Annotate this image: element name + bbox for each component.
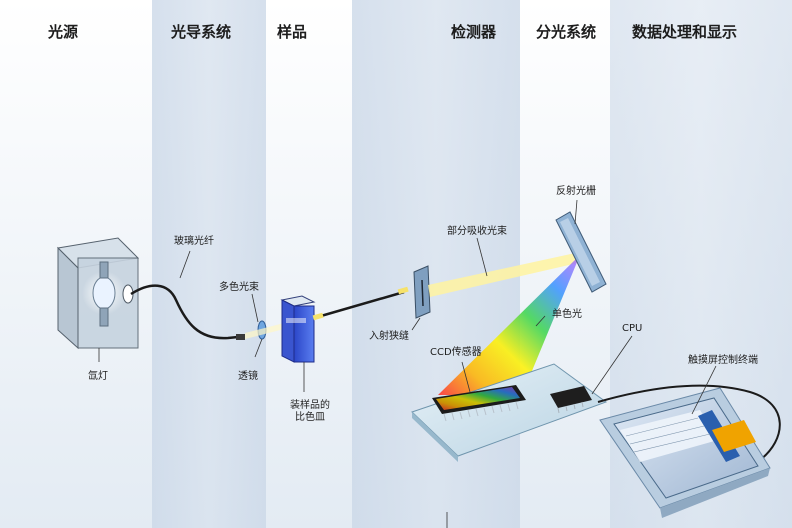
cuvette (280, 295, 316, 363)
label-ccd-sensor: CCD传感器 (430, 347, 482, 358)
fiber-connector (236, 334, 245, 340)
cpu-chip (550, 386, 592, 414)
monochromatic-spectrum (438, 255, 580, 395)
glass-fiber (130, 284, 239, 340)
header-detector: 检测器 (451, 23, 497, 41)
label-cuvette-line1: 装样品的 (290, 400, 330, 411)
label-monochromatic-light: 单色光 (552, 309, 582, 320)
label-cuvette-line2: 比色皿 (295, 412, 325, 423)
label-entrance-slit: 入射狭缝 (369, 331, 409, 342)
touchscreen-terminal (599, 387, 771, 518)
terminal-cable (597, 384, 781, 461)
label-partially-absorbed-beam: 部分吸收光束 (447, 226, 507, 237)
fiber-to-slit (313, 290, 405, 320)
polychromatic-beam (245, 321, 292, 339)
column-band-detector (352, 0, 520, 528)
label-reflective-grating: 反射光栅 (556, 186, 596, 197)
fiber-end-right (397, 286, 409, 295)
xenon-lamp (56, 237, 140, 350)
label-cpu: CPU (622, 323, 643, 334)
label-lens: 透镜 (238, 371, 258, 382)
label-xenon-lamp: 氙灯 (88, 371, 108, 382)
label-polychromatic-beam: 多色光束 (219, 282, 259, 293)
slit-opening (421, 279, 424, 307)
label-cuvette: 装样品的 比色皿 (280, 400, 340, 424)
label-touchscreen-terminal: 触摸屏控制终端 (688, 355, 758, 366)
column-band-light-guide (152, 0, 266, 528)
header-processing: 数据处理和显示 (632, 23, 738, 41)
header-dispersion: 分光系统 (536, 23, 597, 41)
header-sample: 样品 (277, 23, 308, 41)
ccd-sensor (432, 385, 526, 422)
leader-lines (98, 199, 717, 528)
header-light-guide: 光导系统 (171, 23, 232, 41)
partially-absorbed-beam (428, 252, 582, 297)
label-glass-fiber: 玻璃光纤 (174, 236, 214, 247)
header-light-source: 光源 (48, 23, 79, 41)
fiber-end-left (312, 312, 324, 321)
